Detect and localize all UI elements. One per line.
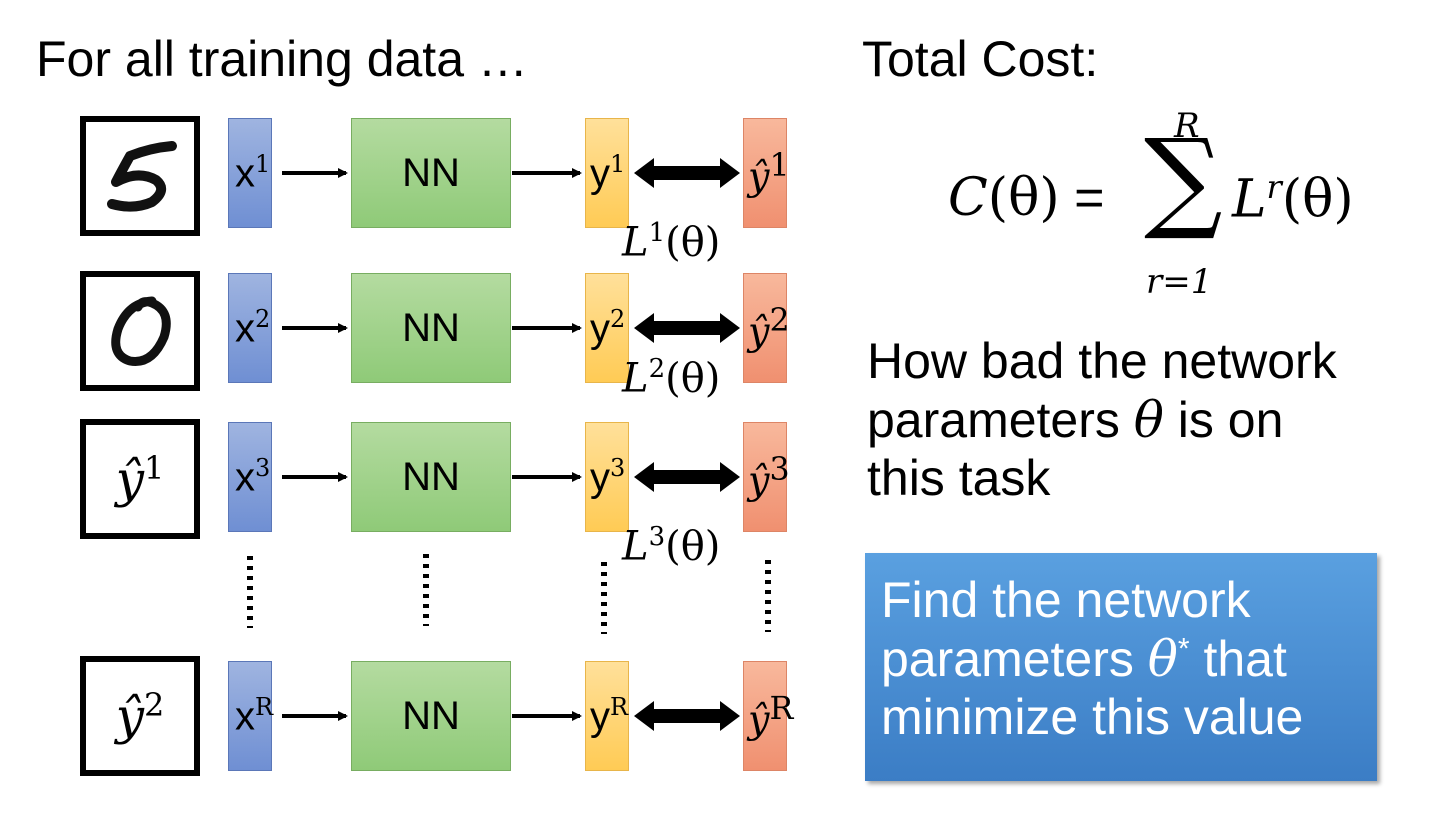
output-yR-label: yR xyxy=(590,692,629,739)
sum-upper-limit: R xyxy=(1174,106,1200,146)
input-x3-box: x3 xyxy=(228,422,272,532)
double-arrow-R xyxy=(634,701,740,731)
nn-box-1: NN xyxy=(351,118,511,228)
nn-box-R: NN xyxy=(351,661,511,771)
callout-line-1: Find the network xyxy=(881,572,1251,628)
callout-line-2: parameters θ* that xyxy=(881,629,1287,688)
target-yhat1-box: ŷ1 xyxy=(743,118,790,228)
loss-L2-label: L2(θ) xyxy=(622,354,721,402)
input-xR-box: xR xyxy=(228,661,274,771)
formula-lhs: C(θ) = xyxy=(948,168,1105,228)
sample-image-digit-5 xyxy=(80,116,200,236)
double-arrow-2 xyxy=(634,313,740,343)
right-title: Total Cost: xyxy=(862,31,1099,87)
output-y1-label: y1 xyxy=(590,149,626,196)
description-line-1: How bad the network xyxy=(867,333,1337,389)
output-y3-label: y3 xyxy=(590,453,626,500)
handwritten-zero-icon xyxy=(111,296,171,366)
sum-lower-limit: r=1 xyxy=(1146,262,1213,302)
loss-L3-label: L3(θ) xyxy=(622,522,721,570)
input-x2-box: x2 xyxy=(228,273,272,383)
input-x3-label: x3 xyxy=(235,453,271,500)
output-yR-box: yR xyxy=(585,661,629,771)
output-y2-label: y2 xyxy=(590,304,626,351)
nn-box-3: NN xyxy=(351,422,511,532)
double-arrow-3 xyxy=(634,462,740,492)
target-yhat1-label: ŷ1 xyxy=(748,147,790,199)
output-y2-box: y2 xyxy=(585,273,629,383)
target-yhat2-label: ŷ2 xyxy=(748,302,790,354)
description-line-3: this task xyxy=(867,450,1051,506)
double-arrow-1 xyxy=(634,158,740,188)
output-y1-box: y1 xyxy=(585,118,629,228)
left-title: For all training data … xyxy=(36,31,528,87)
sample-image-digit-0 xyxy=(80,271,200,391)
cost-description: How bad the network parameters θ is on t… xyxy=(867,332,1337,508)
input-x1-box: x1 xyxy=(228,118,272,228)
description-line-2: parameters θ is on xyxy=(867,390,1284,449)
target-yhat2-box: ŷ2 xyxy=(743,273,790,383)
sample-yhat2-text: ŷ2 xyxy=(115,686,165,746)
loss-L1-label: L1(θ) xyxy=(622,218,721,266)
input-x2-label: x2 xyxy=(235,304,271,351)
callout-line-3: minimize this value xyxy=(881,689,1304,745)
input-x1-label: x1 xyxy=(235,149,271,196)
target-yhat3-box: ŷ3 xyxy=(743,422,790,532)
target-yhat3-label: ŷ3 xyxy=(748,451,790,503)
cost-formula: C(θ) = R ∑ r=1 Lr(θ) xyxy=(948,106,1388,302)
target-yhatR-box: ŷR xyxy=(743,661,793,771)
input-xR-label: xR xyxy=(235,692,274,739)
formula-lhs-arg: (θ) xyxy=(987,168,1060,228)
target-yhatR-label: ŷR xyxy=(748,690,794,742)
sample-label-yhat2: ŷ2 xyxy=(80,656,200,776)
output-y3-box: y3 xyxy=(585,422,629,532)
nn-box-2: NN xyxy=(351,273,511,383)
sum-symbol: ∑ xyxy=(1144,115,1223,243)
sample-yhat1-text: ŷ1 xyxy=(115,449,165,509)
objective-callout: Find the network parameters θ* that mini… xyxy=(865,553,1377,781)
handwritten-five-icon xyxy=(107,141,177,212)
sample-label-yhat1: ŷ1 xyxy=(80,419,200,539)
formula-term: Lr(θ) xyxy=(1232,168,1354,230)
